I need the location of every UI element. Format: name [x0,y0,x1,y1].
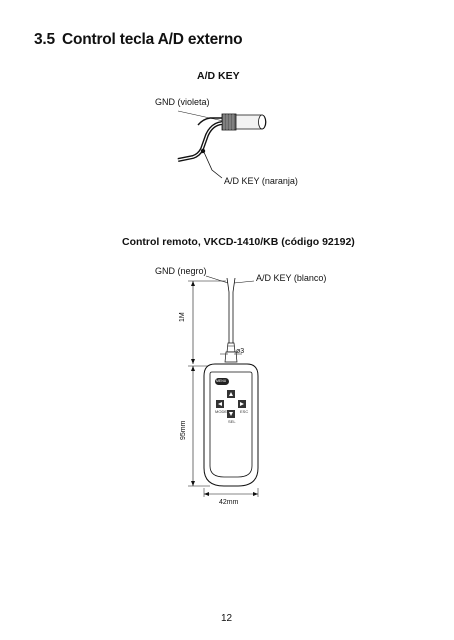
remote-figure-title: Control remoto, VKCD-1410/KB (código 921… [122,236,355,248]
section-number: 3.5 [34,31,55,48]
section-title: Control tecla A/D externo [61,31,243,48]
remote-height-label: 95mm [180,420,187,440]
remote-esc-caption: ESC [240,409,249,414]
cable-gnd-label: GND (violeta) [155,97,210,107]
remote-key-label: A/D KEY (blanco) [256,273,327,283]
remote-menu-button: MENU [216,379,227,383]
cable-key-label: A/D KEY (naranja) [224,176,298,186]
cable-length-label: 1M [179,312,186,322]
page-number: 12 [221,613,233,624]
remote-mode-caption: MODE [215,409,227,414]
remote-sel-caption: SEL [228,419,236,424]
section-heading: 3.5 Control tecla A/D externo [34,31,243,49]
cable-figure-title: A/D KEY [197,70,240,82]
remote-width-label: 42mm [219,499,239,506]
cable-diameter-label: ø3 [236,348,245,355]
remote-gnd-label: GND (negro) [155,266,207,276]
